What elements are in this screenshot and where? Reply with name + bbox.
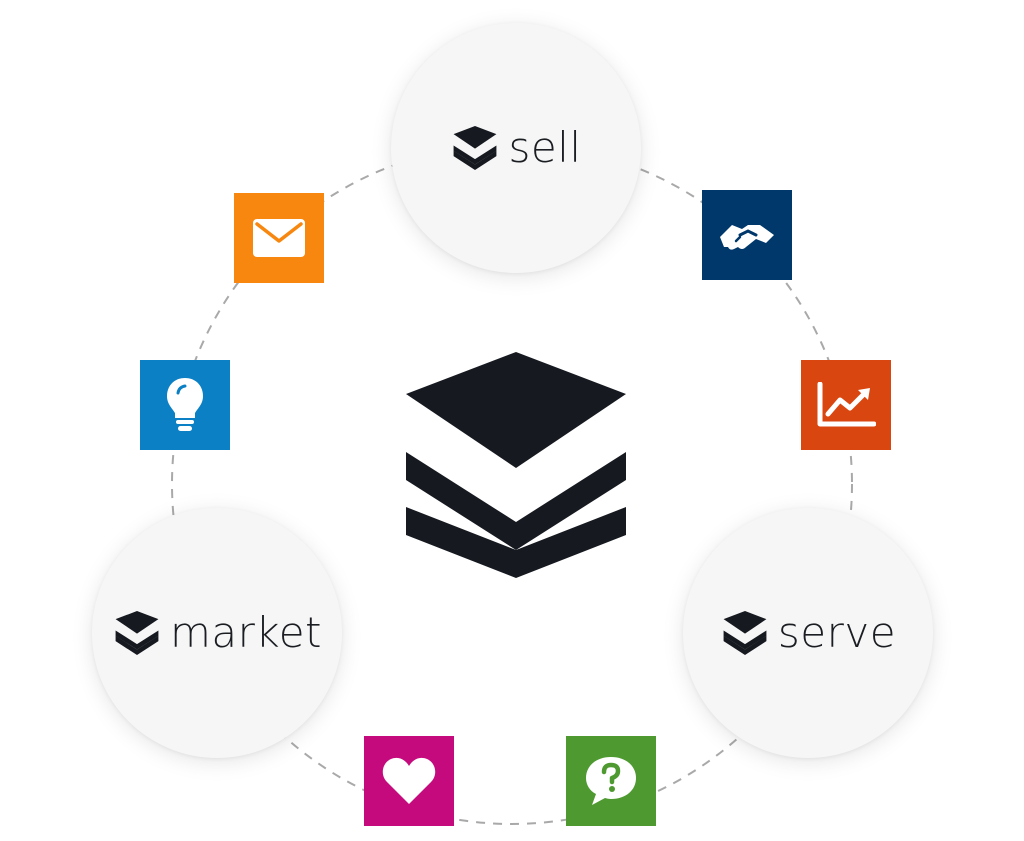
sell-node[interactable]: sell — [391, 23, 641, 273]
stack-logo-icon — [454, 126, 497, 170]
lightbulb-icon — [167, 378, 203, 431]
stack-logo-icon — [723, 611, 767, 655]
logo-top-layer — [406, 352, 626, 468]
stack-logo-icon — [115, 611, 159, 655]
logo-middle-layer — [406, 452, 626, 550]
serve-node-label: serve — [720, 611, 896, 655]
idea-tile[interactable] — [140, 360, 230, 450]
serve-label: serve — [777, 608, 897, 657]
sell-label: sell — [508, 123, 582, 172]
market-label: market — [169, 608, 323, 657]
analytics-chart-icon — [817, 382, 876, 427]
handshake-tile[interactable] — [702, 190, 792, 280]
question-bubble-icon — [586, 757, 636, 805]
love-tile[interactable] — [364, 736, 454, 826]
support-tile[interactable] — [566, 736, 656, 826]
analytics-tile[interactable] — [801, 360, 891, 450]
handshake-icon — [720, 225, 774, 250]
email-tile[interactable] — [234, 193, 324, 283]
center-stack-logo-icon — [406, 352, 626, 578]
heart-icon — [382, 757, 436, 804]
logo-bottom-layer — [406, 507, 626, 578]
serve-node[interactable]: serve — [683, 508, 933, 758]
market-node[interactable]: market — [92, 508, 342, 758]
sell-node-label: sell — [450, 126, 581, 170]
envelope-icon — [253, 219, 305, 257]
market-node-label: market — [112, 611, 322, 655]
